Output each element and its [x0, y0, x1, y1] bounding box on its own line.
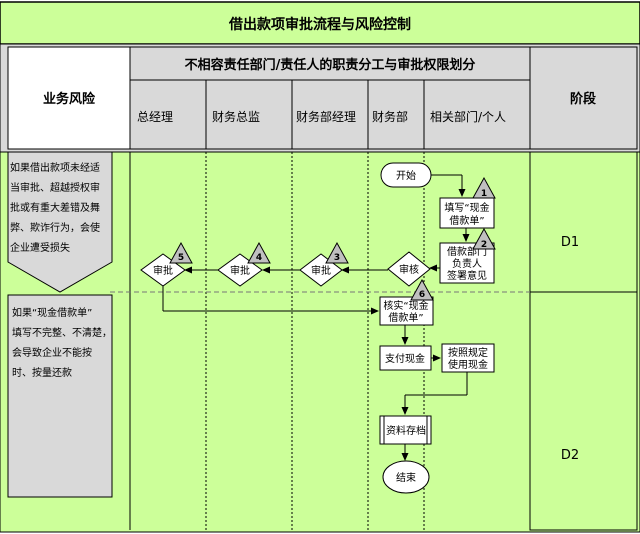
stage-header-cell — [529, 46, 638, 150]
step-marker-5: 5 — [169, 241, 193, 264]
column-header-cell — [367, 79, 425, 150]
step-marker-6: 6 — [410, 278, 434, 301]
svg-text:当审批、超越授权审: 当审批、超越授权审 — [10, 181, 100, 194]
svg-text:时、按量还款: 时、按量还款 — [12, 366, 72, 379]
svg-text:1: 1 — [481, 189, 487, 199]
diagram-subtitle: 不相容责任部门/责任人的职责分工与审批权限划分 — [185, 57, 476, 73]
stage-d2: D2 — [561, 448, 579, 463]
dept-sign-label: 负责人 — [452, 257, 482, 270]
risk-header: 业务风险 — [43, 91, 96, 107]
approve-manager-label: 审批 — [311, 264, 331, 277]
step-marker-4: 4 — [247, 241, 271, 264]
column-header-gm: 总经理 — [137, 110, 173, 124]
archive-label: 资料存档 — [386, 424, 426, 437]
svg-text:会导致企业不能按: 会导致企业不能按 — [12, 346, 92, 359]
stage-column — [529, 151, 638, 531]
svg-text:2: 2 — [481, 240, 487, 250]
start-label: 开始 — [396, 169, 416, 182]
stage-d1: D1 — [561, 235, 579, 250]
svg-text:4: 4 — [256, 253, 262, 263]
risk-text-2: 如果“现金借款单” 填写不完整、不清楚， 会导致企业不能按 时、按量还款 — [12, 306, 112, 379]
risk-box-2 — [7, 294, 113, 498]
risk-box-1 — [7, 151, 113, 293]
svg-text:6: 6 — [419, 290, 425, 300]
column-header-finance-dept: 财务部 — [372, 109, 408, 124]
stage-header: 阶段 — [570, 91, 596, 107]
pay-cash-step — [379, 345, 432, 371]
dept-sign-step — [439, 242, 495, 284]
risk-header-cell — [7, 46, 131, 150]
subtitle-cell — [129, 46, 531, 81]
connectors — [162, 174, 470, 461]
svg-text:如果“现金借款单”: 如果“现金借款单” — [12, 306, 92, 319]
dept-sign-label: 签署意见 — [447, 269, 487, 282]
end-node — [382, 460, 430, 494]
verify-label: 借款单” — [388, 311, 423, 324]
review-decision — [387, 251, 431, 287]
column-header-cell — [423, 79, 531, 150]
fill-form-label: 借款单” — [449, 214, 484, 227]
fill-form-step — [439, 197, 495, 229]
use-cash-label: 按照规定 — [448, 346, 488, 359]
use-cash-step — [441, 343, 495, 373]
column-header-cfo: 财务总监 — [212, 109, 260, 124]
svg-text:弊、欺诈行为，会使: 弊、欺诈行为，会使 — [10, 221, 100, 234]
step-marker-3: 3 — [325, 241, 349, 264]
column-header-finance-manager: 财务部经理 — [296, 109, 356, 124]
verify-step — [379, 296, 434, 326]
approve-cfo-label: 审批 — [230, 264, 250, 277]
svg-text:如果借出款项未经适: 如果借出款项未经适 — [10, 161, 100, 174]
use-cash-label: 使用现金 — [448, 358, 488, 371]
step-marker-2: 2 — [472, 227, 496, 250]
svg-text:5: 5 — [178, 253, 184, 263]
step-marker-1: 1 — [472, 176, 496, 199]
svg-text:3: 3 — [334, 253, 340, 263]
approve-gm-label: 审批 — [153, 264, 173, 277]
review-label: 审核 — [399, 263, 419, 276]
pay-cash-label: 支付现金 — [385, 352, 425, 365]
fill-form-label: 填写“现金 — [444, 201, 489, 214]
start-node — [380, 162, 432, 188]
diagram-title: 借出款项审批流程与风险控制 — [228, 16, 411, 33]
end-label: 结束 — [396, 471, 416, 484]
title-bar — [0, 1, 640, 45]
column-header-related-dept: 相关部门/个人 — [430, 109, 506, 124]
archive-step — [379, 415, 432, 445]
risk-text-1: 如果借出款项未经适 当审批、超越授权审 批或有重大差错及舞 弊、欺诈行为，会使 … — [10, 161, 100, 254]
svg-text:企业遭受损失: 企业遭受损失 — [10, 241, 70, 254]
svg-text:批或有重大差错及舞: 批或有重大差错及舞 — [10, 201, 100, 214]
column-header-cell — [205, 79, 293, 150]
column-header-cell — [129, 79, 207, 150]
verify-label: 核实“现金 — [383, 299, 428, 312]
column-header-cell — [291, 79, 369, 150]
svg-text:填写不完整、不清楚，: 填写不完整、不清楚， — [12, 326, 112, 339]
